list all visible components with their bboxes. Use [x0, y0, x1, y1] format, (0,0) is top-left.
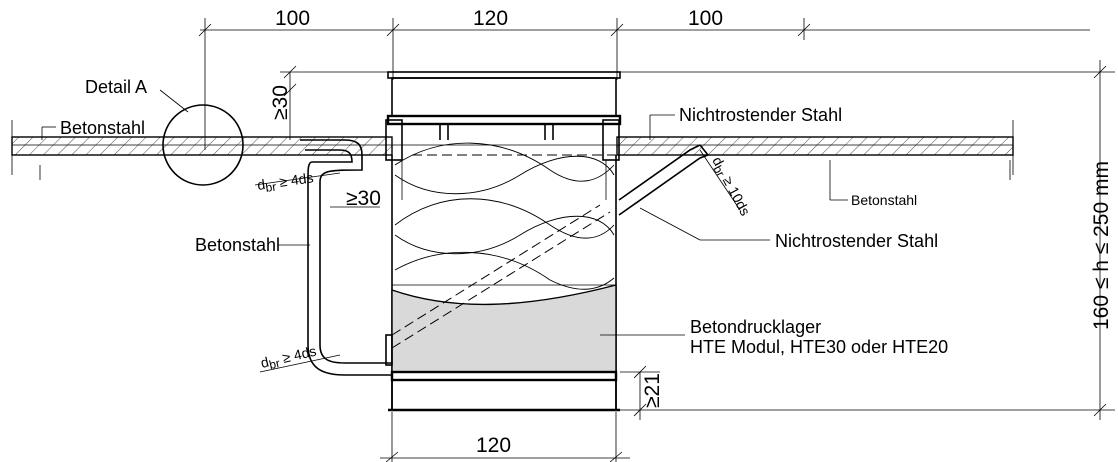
dimension-offset: ≥30 — [346, 187, 381, 210]
cover-bottom-dimension — [620, 365, 660, 420]
dimension-cover-top: ≥30 — [269, 85, 292, 120]
top-cover-plate — [387, 71, 621, 79]
label-stahl-mid: Nichtrostender Stahl — [775, 231, 938, 251]
label-betonstahl-left: Betonstahl — [195, 235, 280, 255]
label-bearing-line2: HTE Modul, HTE30 oder HTE20 — [690, 337, 948, 357]
left-hook-bar — [300, 139, 392, 376]
top-bracket — [386, 114, 622, 126]
dimension-height-range: 160 ≤ h ≤ 250 mm — [1090, 161, 1113, 330]
label-detail-a: Detail A — [85, 77, 147, 97]
bottom-dimension — [380, 412, 630, 462]
label-betonstahl-right: Betonstahl — [851, 192, 917, 208]
dimension-bottom: 120 — [476, 434, 511, 457]
label-bearing-line1: Betondrucklager — [690, 317, 821, 337]
right-diagonal-bar — [618, 144, 709, 216]
detail-a-circle — [162, 104, 244, 186]
height-dimension — [620, 60, 1115, 420]
label-bend-upper-left: dbr ≥ 4ds — [256, 169, 315, 196]
dimension-top-mid: 120 — [473, 7, 508, 30]
cover-top-dimension — [280, 65, 390, 140]
bottom-insulation — [391, 379, 617, 411]
concrete-bearing — [391, 284, 617, 373]
dimension-cover-bottom: ≥21 — [641, 373, 664, 408]
label-stahl-top: Nichtrostender Stahl — [679, 105, 842, 125]
label-bend-lower-left: dbr ≥ 4ds — [259, 343, 318, 374]
label-betonstahl-top-left: Betonstahl — [60, 118, 145, 138]
dimension-top-right: 100 — [688, 7, 723, 30]
label-bend-right: dbr ≥ 10ds — [707, 154, 754, 220]
main-body — [385, 142, 617, 410]
top-dimension-chain — [198, 18, 1090, 150]
dimension-top-left: 100 — [275, 7, 310, 30]
bottom-bracket — [390, 370, 618, 382]
right-slab — [616, 136, 1014, 156]
top-insulation — [391, 77, 617, 117]
